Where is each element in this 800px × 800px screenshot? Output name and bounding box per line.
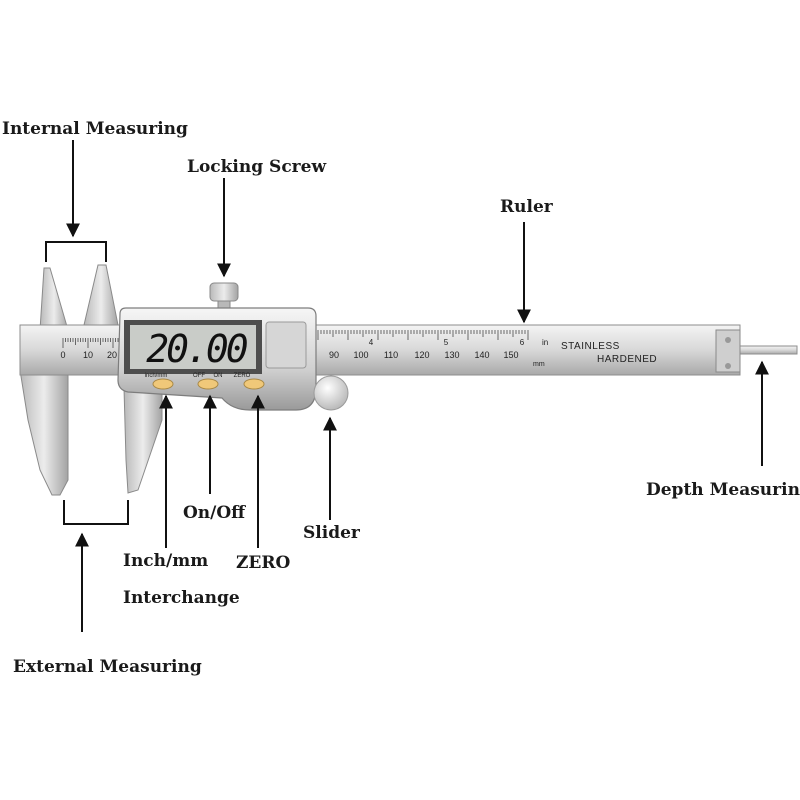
unit-mm: mm [533,361,545,368]
mm-90: 90 [329,350,339,360]
locking-screw-head[interactable] [209,282,239,302]
label-ruler: Ruler [500,197,554,217]
logo-plate [265,321,307,369]
caliper: 0 10 20 4 5 6 in 90 100 110 120 130 140 … [19,264,798,496]
mm-100: 100 [353,350,368,360]
label-slider: Slider [303,523,361,543]
mm-120: 120 [414,350,429,360]
mm-140: 140 [474,350,489,360]
unit-in: in [542,338,548,347]
inch-mark-5: 5 [444,338,449,347]
fixed-internal-jaw [39,267,69,331]
label-locking-screw: Locking Screw [187,157,326,177]
end-screw-top [725,337,731,343]
depth-rod [739,345,798,355]
engraving-stainless: STAINLESS [561,341,620,352]
end-screw-bottom [725,363,731,369]
scale-right: 4 5 6 in 90 100 110 120 130 140 150 mm [317,330,548,368]
inch-mark-4: 4 [369,338,374,347]
external-bracket [63,500,129,525]
annotations [45,140,769,632]
label-interchange: Interchange [123,588,240,608]
slider-thumb-wheel[interactable] [313,375,349,411]
button-caption-inch-mm: inch/mm [145,373,168,379]
label-on-off: On/Off [183,503,246,523]
label-external-measuring: External Measuring [13,657,202,677]
scale-left-20: 20 [107,350,117,360]
zero-button[interactable] [243,378,265,390]
lcd-screen [130,325,256,369]
scale-left-0: 0 [60,350,65,360]
label-inch-mm: Inch/mm [123,551,208,571]
scale-left: 0 10 20 [60,338,119,360]
sliding-external-jaw [123,387,163,494]
on-off-button[interactable] [197,378,219,390]
internal-bracket [45,241,107,262]
scale-left-10: 10 [83,350,93,360]
mm-150: 150 [503,350,518,360]
mm-130: 130 [444,350,459,360]
label-internal-measuring: Internal Measuring [2,119,188,139]
label-depth-measuring: Depth Measuring [646,480,800,500]
labels: Internal Measuring Locking Screw Ruler D… [2,119,800,677]
mm-110: 110 [384,350,398,360]
inch-mm-button[interactable] [152,378,174,390]
button-caption-off: OFF [193,373,205,379]
label-zero: ZERO [236,553,290,573]
button-caption-on: ON [214,373,223,379]
sliding-internal-jaw [83,264,119,326]
engraving-hardened: HARDENED [597,354,657,365]
lcd-reading: 20.00 [146,327,248,371]
inch-mark-6: 6 [520,338,525,347]
button-caption-zero: ZERO [234,373,251,379]
